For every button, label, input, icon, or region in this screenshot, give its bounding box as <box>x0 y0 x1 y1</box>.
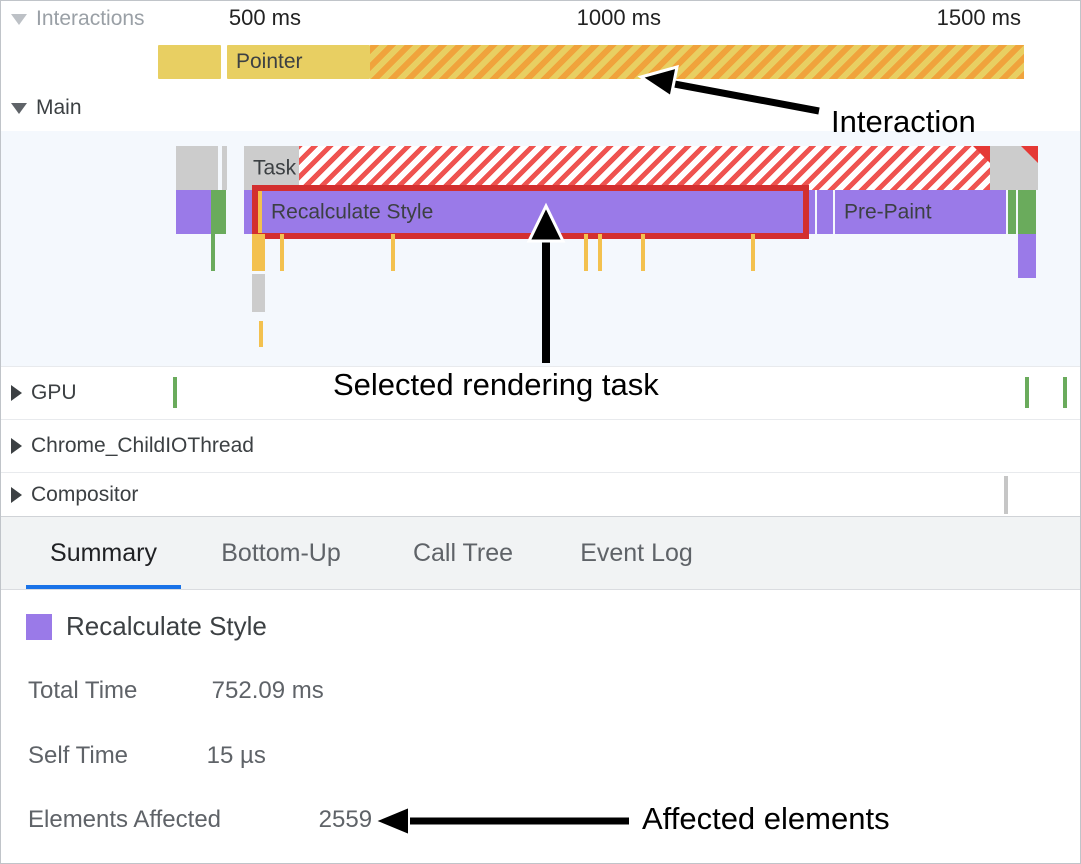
tab-event-log[interactable]: Event Log <box>569 517 704 589</box>
long-task-warning-icon <box>1021 146 1038 163</box>
flame-bar-long-task-end[interactable] <box>990 146 1038 190</box>
timeline-ruler: 500 ms 1000 ms 1500 ms <box>1 1 1080 37</box>
summary-row-self-time: Self Time 15 µs <box>28 742 266 770</box>
tick-mark[interactable] <box>641 234 645 271</box>
track-header-main[interactable]: Main <box>1 86 1080 131</box>
flame-bar[interactable] <box>176 146 218 190</box>
tab-summary[interactable]: Summary <box>26 517 181 589</box>
flame-bar-label: Pre-Paint <box>844 200 932 224</box>
main-header-inner[interactable]: Main <box>11 96 82 120</box>
main-track[interactable]: Main Task <box>1 86 1080 366</box>
tab-label: Call Tree <box>412 538 514 567</box>
tick-mark[interactable] <box>211 234 215 271</box>
annotation-interaction: Interaction <box>831 104 976 139</box>
annotation-selected-task: Selected rendering task <box>333 367 659 402</box>
row-divider <box>1 472 1080 473</box>
tick-mark[interactable] <box>391 234 395 271</box>
summary-key: Self Time <box>28 742 129 769</box>
tick-mark[interactable] <box>280 234 284 271</box>
summary-event-name: Recalculate Style <box>66 611 267 641</box>
tab-bottom-up[interactable]: Bottom-Up <box>205 517 357 589</box>
flame-bar-recalculate-style[interactable]: Recalculate Style <box>262 190 815 234</box>
tick-mark[interactable] <box>598 234 602 271</box>
flame-bar[interactable] <box>817 190 833 234</box>
summary-row-elements-affected: Elements Affected 2559 <box>28 806 372 834</box>
chevron-right-icon[interactable] <box>11 487 22 503</box>
flame-bar[interactable] <box>244 190 256 234</box>
track-compositor[interactable]: Compositor <box>1 473 1080 516</box>
summary-value: 752.09 ms <box>211 677 324 704</box>
tab-call-tree[interactable]: Call Tree <box>403 517 523 589</box>
track-header-interactions[interactable]: Interactions <box>11 7 145 31</box>
flame-bar[interactable] <box>256 190 262 234</box>
flame-bar[interactable] <box>222 146 227 190</box>
tick-mark[interactable] <box>259 321 263 347</box>
interaction-bar-long[interactable] <box>370 45 1024 79</box>
flame-bar[interactable] <box>1008 190 1016 234</box>
tab-label: Bottom-Up <box>221 538 341 567</box>
track-header-gpu[interactable]: GPU <box>11 381 77 405</box>
track-header-compositor[interactable]: Compositor <box>11 483 138 507</box>
tick-mark[interactable] <box>751 234 755 271</box>
long-task-warning-icon <box>973 146 990 163</box>
flame-bar-task[interactable]: Task <box>244 146 299 190</box>
interaction-bar-pointer[interactable]: Pointer <box>227 45 370 79</box>
row-divider <box>1 366 1080 367</box>
tick-mark[interactable] <box>1025 377 1029 408</box>
summary-key: Elements Affected <box>28 806 222 833</box>
chevron-down-icon[interactable] <box>11 102 27 114</box>
details-tabbar[interactable]: Summary Bottom-Up Call Tree Event Log <box>1 517 1080 590</box>
track-label-main: Main <box>36 96 82 119</box>
summary-row-total-time: Total Time 752.09 ms <box>28 677 324 705</box>
main-track-body[interactable]: Task Recalculate Style Pre-Pain <box>1 131 1080 366</box>
chevron-down-icon[interactable] <box>11 13 27 25</box>
tick-mark[interactable] <box>173 377 177 408</box>
interactions-track-body[interactable]: Pointer <box>1 37 1080 86</box>
summary-event-title: Recalculate Style <box>26 611 267 642</box>
interaction-bar[interactable] <box>158 45 221 79</box>
flame-bar[interactable] <box>211 190 226 234</box>
ruler-tick-0: 500 ms <box>228 5 301 30</box>
flame-bar-label: Recalculate Style <box>271 200 434 224</box>
track-gpu[interactable]: GPU <box>1 367 1080 419</box>
summary-value: 2559 <box>318 806 373 833</box>
chevron-right-icon[interactable] <box>11 385 22 401</box>
tab-label: Event Log <box>580 538 693 567</box>
flame-bar[interactable] <box>1018 234 1036 278</box>
summary-value: 15 µs <box>206 742 266 769</box>
tick-mark[interactable] <box>1004 476 1008 514</box>
flame-bar-long-task[interactable] <box>299 146 990 190</box>
track-header-chrome-childiothread[interactable]: Chrome_ChildIOThread <box>11 434 254 458</box>
tick-mark[interactable] <box>584 234 588 271</box>
track-label-compositor: Compositor <box>31 483 139 506</box>
flame-bar[interactable] <box>252 274 265 312</box>
flame-bar[interactable] <box>1018 190 1036 234</box>
flame-bar[interactable] <box>176 190 211 234</box>
tab-label: Summary <box>50 538 157 567</box>
timeline-flamechart[interactable]: 500 ms 1000 ms 1500 ms Interactions Poin… <box>1 1 1080 516</box>
annotation-affected-elements: Affected elements <box>642 801 890 836</box>
details-panel: Summary Bottom-Up Call Tree Event Log <box>1 516 1080 863</box>
flame-bar-pre-paint[interactable]: Pre-Paint <box>835 190 1006 234</box>
row-divider <box>1 419 1080 420</box>
event-color-swatch <box>26 613 52 640</box>
ruler-tick-1: 1000 ms <box>576 5 661 30</box>
tick-mark[interactable] <box>1063 377 1067 408</box>
track-chrome-childiothread[interactable]: Chrome_ChildIOThread <box>1 420 1080 472</box>
ruler-tick-2: 1500 ms <box>936 5 1021 30</box>
summary-key: Total Time <box>28 677 138 704</box>
track-label-chrome-childiothread: Chrome_ChildIOThread <box>31 434 254 457</box>
track-label-interactions: Interactions <box>36 7 145 30</box>
track-label-gpu: GPU <box>31 381 77 404</box>
chevron-right-icon[interactable] <box>11 438 22 454</box>
flame-bar-label: Task <box>253 156 297 180</box>
flame-bar[interactable] <box>252 234 265 271</box>
